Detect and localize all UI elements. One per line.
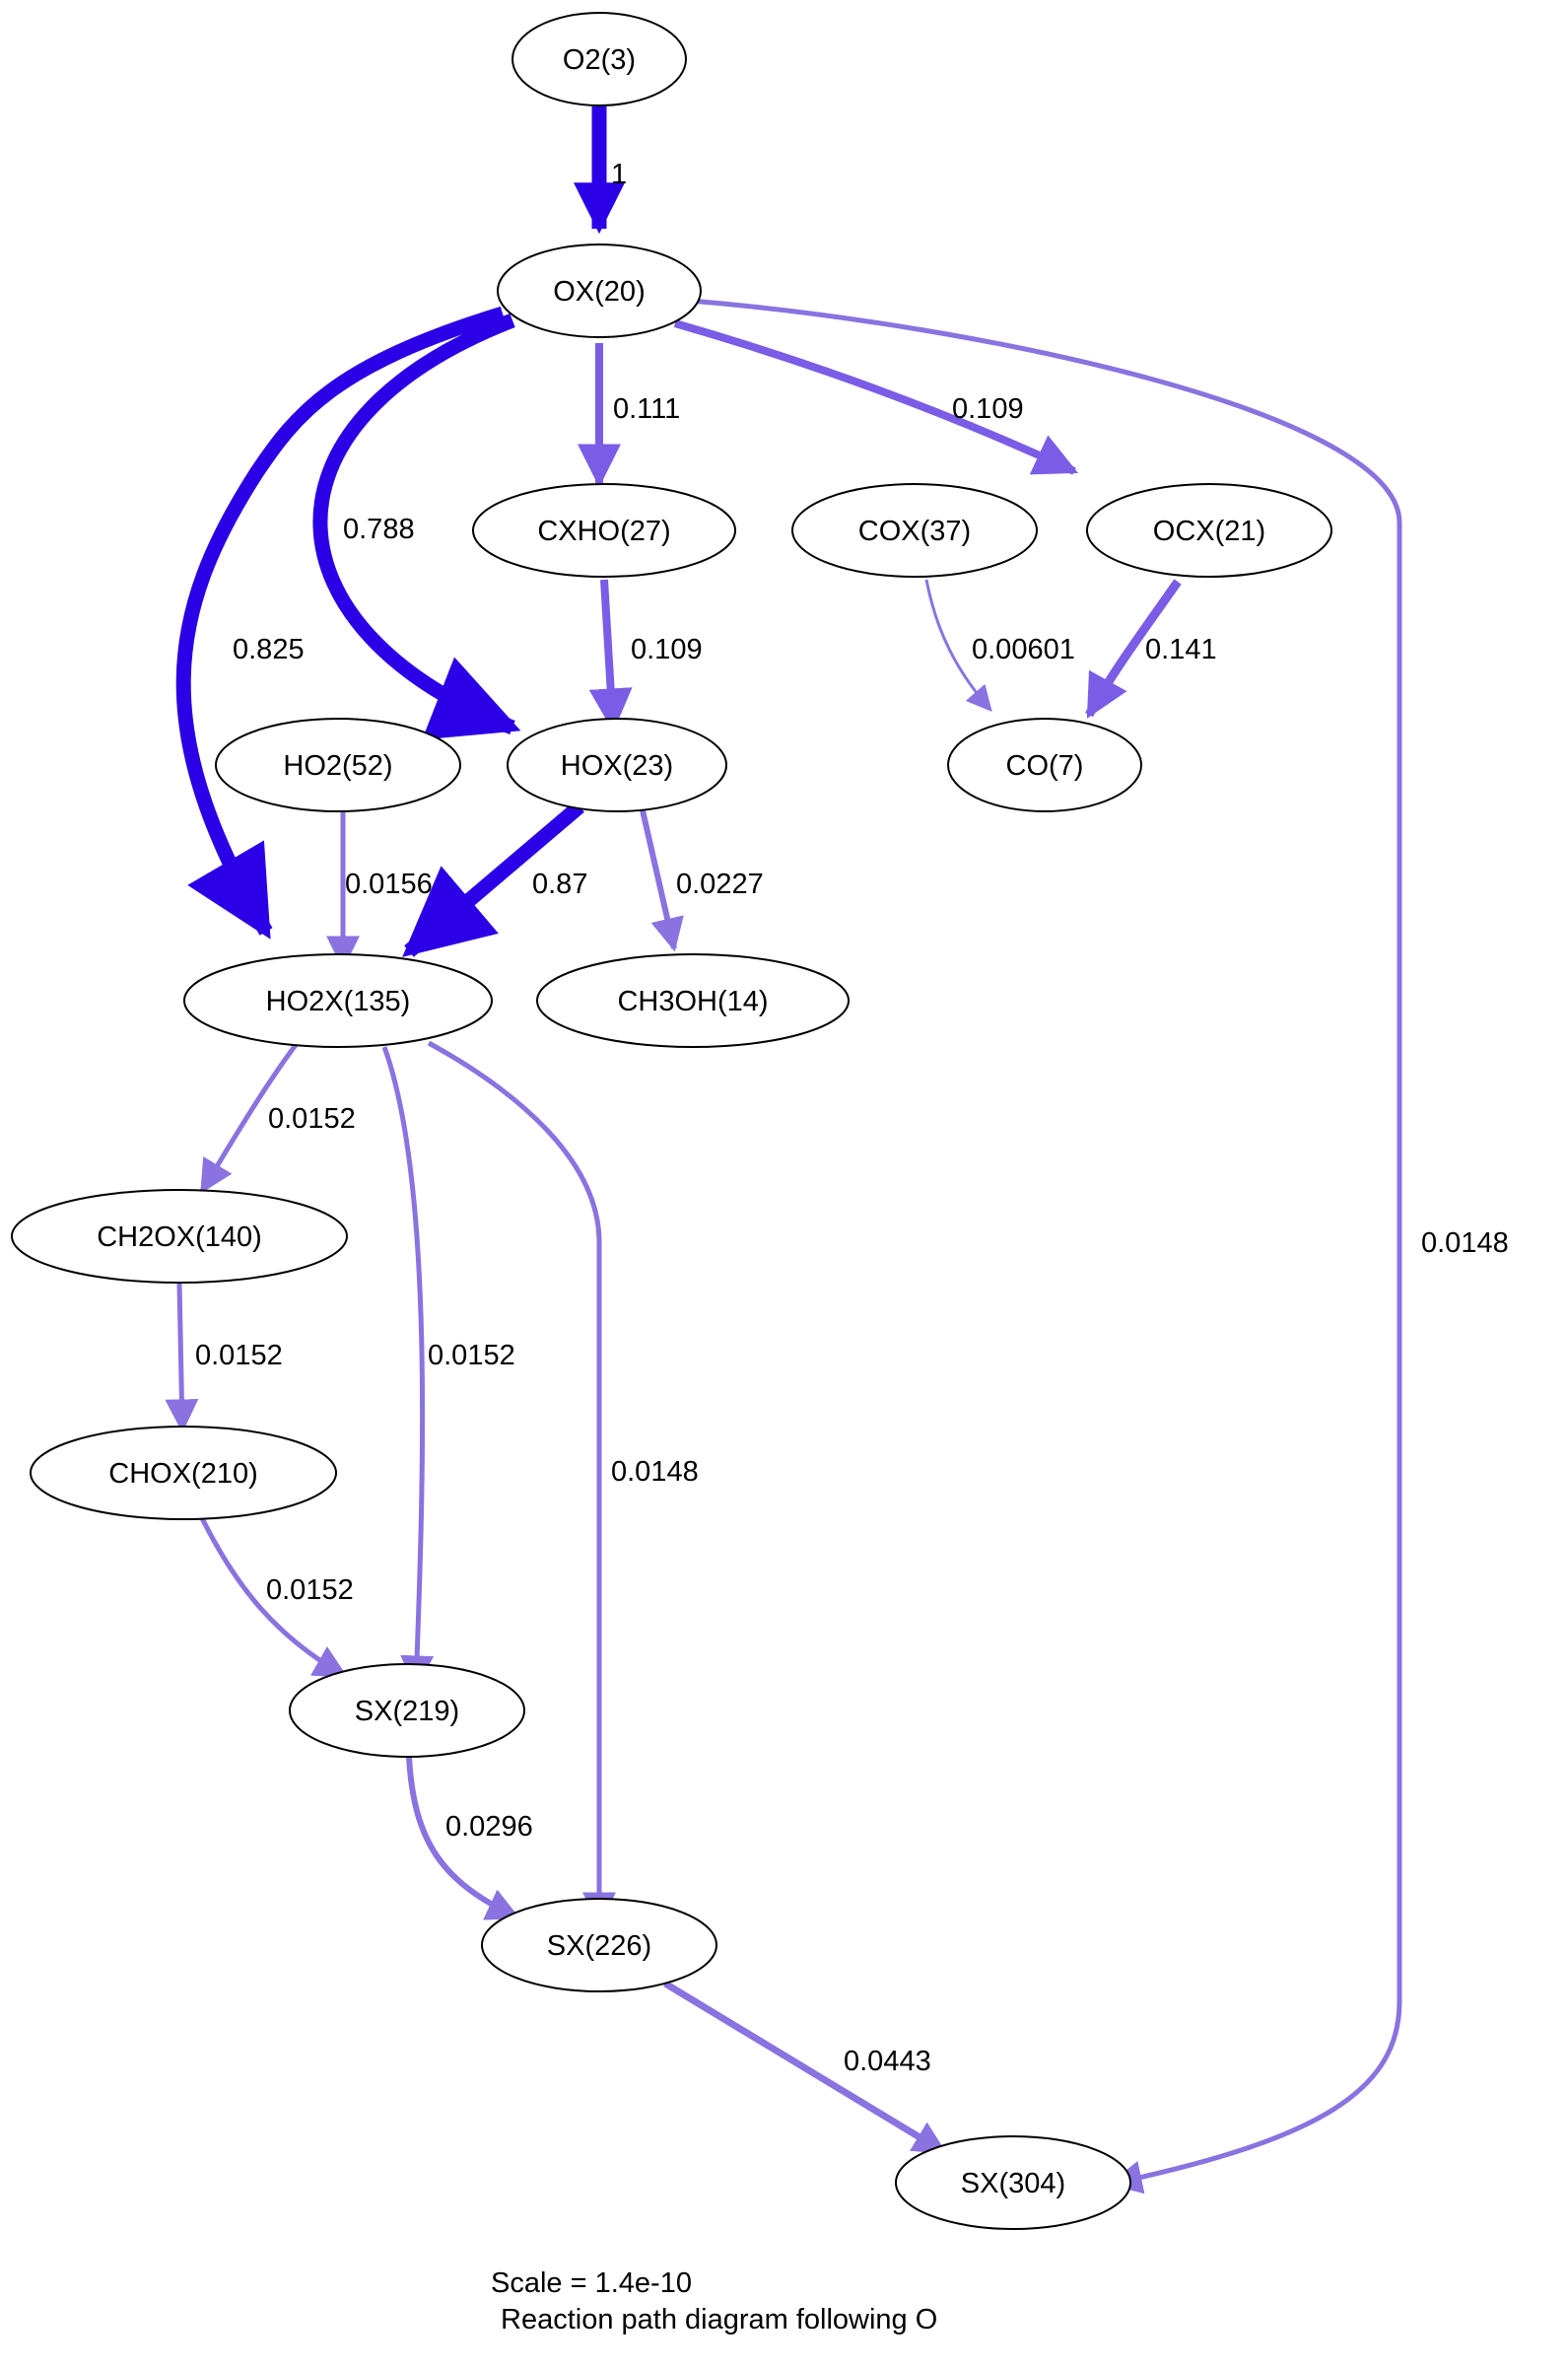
edge-ho2x-to-sx219 <box>381 1046 435 1690</box>
edge-cox-to-co <box>924 579 992 712</box>
node-co-7[interactable]: CO(7) <box>947 718 1142 812</box>
node-sx-304[interactable]: SX(304) <box>895 2135 1131 2230</box>
edge-hox-to-ho2x <box>402 801 584 957</box>
edge-ox-to-sx304 <box>689 298 1402 2195</box>
node-label: HO2(52) <box>283 750 392 782</box>
edge-label-ox-sx304: 0.0148 <box>1421 1227 1509 1259</box>
edge-label-ho2x-ch2ox: 0.0152 <box>268 1103 356 1135</box>
edge-label-ox-ho2x: 0.825 <box>233 634 305 665</box>
edges <box>165 106 1402 2195</box>
edge-label-ho2x-sx226: 0.0148 <box>611 1456 699 1488</box>
edge-label-chox-sx219: 0.0152 <box>266 1574 354 1606</box>
edge-label-hox-ho2x: 0.87 <box>532 869 587 900</box>
node-ho2x-135[interactable]: HO2X(135) <box>183 953 493 1048</box>
node-label: CO(7) <box>1006 750 1084 782</box>
edge-ox-to-hox <box>312 314 521 740</box>
edge-labels: 1 0.111 0.109 0.788 0.825 0.0148 0.109 0… <box>195 159 1509 2077</box>
edge-ho2x-to-ch2ox <box>199 1043 299 1194</box>
edge-label-hox-ch3oh: 0.0227 <box>676 869 764 900</box>
node-ch3oh-14[interactable]: CH3OH(14) <box>536 953 850 1048</box>
node-label: CXHO(27) <box>537 516 670 547</box>
node-sx-226[interactable]: SX(226) <box>481 1898 717 1992</box>
node-ho2-52[interactable]: HO2(52) <box>215 718 461 812</box>
node-ch2ox-140[interactable]: CH2OX(140) <box>11 1189 348 1284</box>
scale-caption: Scale = 1.4e-10 <box>491 2267 692 2299</box>
edge-label-ch2ox-chox: 0.0152 <box>195 1340 283 1371</box>
node-sx-219[interactable]: SX(219) <box>289 1663 525 1758</box>
edge-label-ocx-co: 0.141 <box>1145 634 1217 665</box>
edge-ho2x-to-sx226 <box>427 1040 616 1926</box>
node-ox-20[interactable]: OX(20) <box>497 244 702 338</box>
edge-ch2ox-to-chox <box>165 1283 199 1433</box>
edge-label-o2-ox: 1 <box>611 159 627 190</box>
node-o2-3[interactable]: O2(3) <box>511 12 687 106</box>
diagram-title: Reaction path diagram following O <box>501 2304 937 2335</box>
edge-hox-to-ch3oh <box>640 809 684 952</box>
edge-label-cox-co: 0.00601 <box>972 634 1075 665</box>
edge-label-ho2-ho2x: 0.0156 <box>345 869 433 900</box>
edge-label-sx226-sx304: 0.0443 <box>844 2046 931 2077</box>
node-cox-37[interactable]: COX(37) <box>791 483 1038 578</box>
node-label: CH2OX(140) <box>97 1221 262 1253</box>
node-label: SX(219) <box>355 1696 459 1727</box>
diagram-caption: Scale = 1.4e-10 Reaction path diagram fo… <box>491 2267 937 2335</box>
edge-sx226-to-sx304 <box>663 1981 947 2155</box>
node-label: SX(226) <box>547 1930 651 1962</box>
edge-chox-to-sx219 <box>199 1516 348 1679</box>
node-label: HOX(23) <box>561 750 673 782</box>
node-chox-210[interactable]: CHOX(210) <box>30 1426 337 1520</box>
edge-cxho-to-hox <box>588 579 633 732</box>
edge-label-ho2x-sx219: 0.0152 <box>428 1340 515 1371</box>
node-cxho-27[interactable]: CXHO(27) <box>472 483 736 578</box>
edge-sx219-to-sx226 <box>406 1756 521 1920</box>
node-label: OX(20) <box>553 276 645 308</box>
node-ocx-21[interactable]: OCX(21) <box>1086 483 1332 578</box>
edge-ox-to-ocx <box>673 319 1078 475</box>
edge-label-sx219-sx226: 0.0296 <box>445 1811 533 1843</box>
edge-label-ox-cxho: 0.111 <box>613 393 680 425</box>
node-label: HO2X(135) <box>266 986 411 1017</box>
node-label: O2(3) <box>563 44 636 76</box>
edge-label-ox-hox: 0.788 <box>343 514 415 545</box>
node-label: CH3OH(14) <box>617 986 768 1017</box>
edge-label-ox-ocx: 0.109 <box>952 393 1024 425</box>
node-label: SX(304) <box>961 2168 1065 2199</box>
edge-label-cxho-hox: 0.109 <box>631 634 703 665</box>
node-hox-23[interactable]: HOX(23) <box>507 718 727 812</box>
node-label: OCX(21) <box>1153 516 1265 547</box>
node-label: CHOX(210) <box>108 1458 258 1490</box>
edge-ox-to-ho2x <box>175 306 506 940</box>
edge-ocx-to-co <box>1085 579 1182 719</box>
node-label: COX(37) <box>858 516 971 547</box>
nodes: O2(3) OX(20) CXHO(27) COX(37) OCX(21) HO… <box>11 12 1332 2230</box>
